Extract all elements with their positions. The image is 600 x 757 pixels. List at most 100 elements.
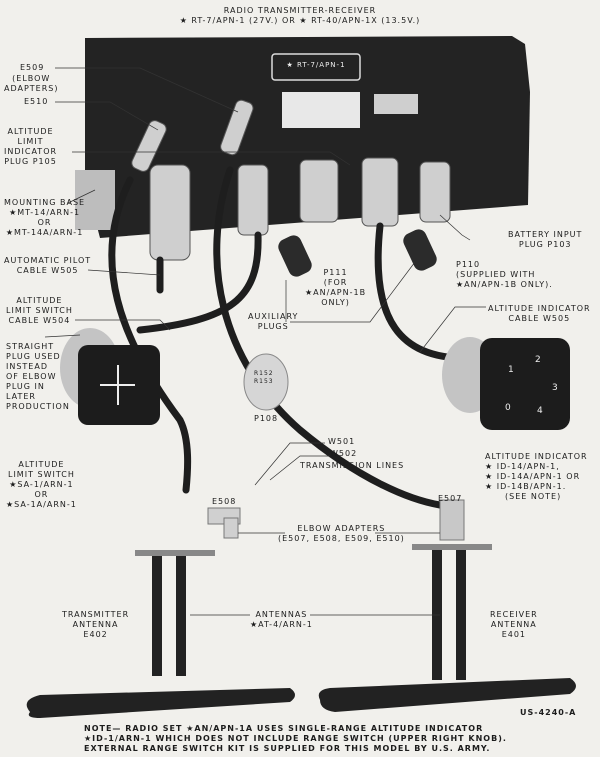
elbow-e507 [439,499,465,541]
label-line: LIMIT SWITCH [7,470,75,479]
label-line: CABLE W505 [508,314,571,323]
label-line: P110 [456,260,481,269]
label-line: E401 [501,630,527,639]
label-line: ★ ID-14B/APN-1. [485,482,567,491]
label-line: (ELBOW [12,74,51,83]
dial-mark-0: 0 [505,403,511,413]
label-line: OF ELBOW [6,372,57,381]
label-line: AUTOMATIC PILOT [4,256,92,265]
label-line: NOTE— RADIO SET ★AN/APN-1A USES SINGLE-R… [84,724,484,733]
plug-p108 [243,353,289,411]
label-line: OR [37,218,52,227]
altitude-indicator: 1 2 3 4 0 [442,337,570,430]
transmitter-antenna-e402 [26,550,296,718]
label-line: ADAPTERS) [4,84,59,93]
connector-p103 [419,161,451,223]
label-e510: E510 [24,97,49,106]
title-line-1: RADIO TRANSMITTER-RECEIVER [223,6,377,15]
label-transmission-lines: TRANSMISSION LINES [300,461,405,470]
label-line: (FOR [323,278,348,287]
label-line: ★ID-1/ARN-1 WHICH DOES NOT INCLUDE RANGE… [84,734,507,743]
figure-id: US-4240-A [520,708,577,717]
dial-mark-2: 2 [535,355,541,365]
transmitter-receiver-unit [75,36,530,238]
label-line: ALTITUDE INDICATOR [488,304,591,313]
label-line: E402 [83,630,108,639]
label-line: PLUG USED [6,352,61,361]
label-line: ONLY) [321,298,350,307]
label-line: ★AT-4/ARN-1 [250,620,313,629]
label-line: ★SA-1A/ARN-1 [6,500,77,509]
cable-w504 [136,231,262,334]
label-line: ★MT-14/ARN-1 [9,208,81,217]
label-line: EXTERNAL RANGE SWITCH KIT IS SUPPLIED FO… [84,744,491,753]
dial-mark-3: 3 [552,383,558,393]
auxiliary-plugs [243,229,437,411]
label-e507: E507 [438,494,463,503]
elbow-e509 [220,99,254,156]
elbow-e510 [131,120,167,172]
connector-p105 [149,164,191,261]
label-line: RECEIVER [490,610,538,619]
label-line: ALTITUDE INDICATOR [485,452,588,461]
label-line: ★AN/APN-1B ONLY). [456,280,553,289]
label-line: ALTITUDE [18,460,65,469]
label-line: ANTENNA [72,620,119,629]
label-line: ELBOW ADAPTERS [297,524,386,533]
label-line: INDICATOR [4,147,58,156]
title-line-2: ★ RT-7/APN-1 (27V.) OR ★ RT-40/APN-1X (1… [179,16,421,25]
label-p110: P110(SUPPLIED WITH★AN/APN-1B ONLY). [456,260,553,290]
label-line: R153 [254,378,274,385]
label-line: CABLE W505 [16,266,79,275]
label-line: PLUG IN [6,382,45,391]
label-line: (SUPPLIED WITH [456,270,536,279]
label-altitude-indicator: ALTITUDE INDICATOR★ ID-14/APN-1,★ ID-14A… [485,452,588,502]
figure-title: RADIO TRANSMITTER-RECEIVER ★ RT-7/APN-1 … [0,6,600,26]
label-line: LATER [6,392,36,401]
label-line: ★MT-14A/ARN-1 [5,228,84,237]
label-line: ★AN/APN-1B [305,288,367,297]
label-line: ANTENNAS [255,610,308,619]
label-line: BATTERY INPUT [508,230,583,239]
nameplate: ★ RT-7/APN-1 [286,61,346,69]
label-line: R152 [254,370,274,377]
label-line: PLUGS [257,322,289,331]
label-line: LIMIT SWITCH [6,306,73,315]
label-line: ALTITUDE [7,127,54,136]
label-line: ★ ID-14A/APN-1 OR [485,472,581,481]
label-line: ★SA-1/ARN-1 [9,480,74,489]
label-line: PRODUCTION [6,402,70,411]
label-line: MOUNTING BASE [4,198,86,207]
label-line: LIMIT [17,137,44,146]
label-line: (SEE NOTE) [505,492,562,501]
label-line: TRANSMITTER [62,610,130,619]
transmission-line-w501 [213,166,444,509]
label-e509: E509 [20,63,45,72]
label-line: ★ ID-14/APN-1, [485,462,560,471]
label-line: STRAIGHT [6,342,55,351]
label-line: INSTEAD [6,362,48,371]
label-line: P111 [323,268,348,277]
label-p108: P108 [254,414,279,423]
label-line: AUXILIARY [248,312,299,321]
label-w502: W502 [330,449,358,458]
note: NOTE— RADIO SET ★AN/APN-1A USES SINGLE-R… [84,724,507,754]
label-elbow-adapters: ELBOW ADAPTERS(E507, E508, E509, E510) [278,524,405,544]
dial-mark-4: 4 [537,406,543,416]
altitude-limit-switch [60,328,160,425]
